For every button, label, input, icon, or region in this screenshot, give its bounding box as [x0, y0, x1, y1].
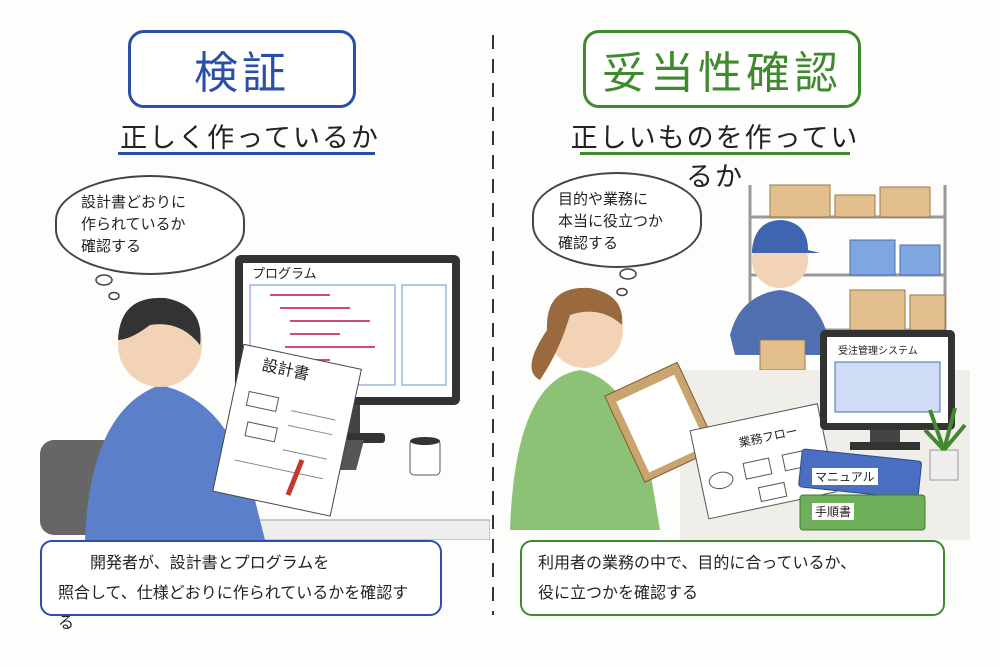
verification-underline — [118, 152, 375, 155]
thought-bubble-right: 目的や業務に 本当に役立つか 確認する — [532, 172, 702, 268]
caption-line: 開発者が、設計書とプログラムを — [90, 553, 330, 572]
thought-line: 目的や業務に — [558, 190, 649, 208]
binder-label-manual: マニュアル — [812, 468, 878, 485]
developer — [85, 297, 265, 540]
verification-title: 検証 — [128, 30, 356, 108]
warehouse-scene — [730, 184, 947, 371]
thought-line: 本当に役立つか — [558, 212, 664, 230]
plant — [923, 407, 967, 481]
red-pen — [285, 459, 305, 496]
verification-caption: 開発者が、設計書とプログラムを 照合して、仕様どおりに作られているかを確認する — [40, 540, 442, 632]
validation-underline — [580, 152, 850, 155]
developer-scene — [40, 255, 490, 540]
thought-dots-left — [95, 274, 120, 301]
user-scene — [510, 287, 970, 540]
coffee-mug — [409, 437, 441, 476]
monitor-label-program: プログラム — [252, 267, 317, 282]
caption-line: 照合して、仕様どおりに作られているかを確認する — [58, 583, 409, 632]
clipboard — [604, 361, 719, 483]
center-divider — [492, 35, 494, 615]
business-flow-paper — [689, 403, 837, 520]
verification-subtitle: 正しく作っているか — [120, 123, 380, 154]
thought-line: 確認する — [81, 237, 142, 255]
thought-dots-right — [616, 268, 637, 297]
monitor-label-order-system: 受注管理システム — [838, 346, 918, 357]
boxes — [769, 184, 946, 331]
thought-line: 作られているか — [81, 215, 186, 233]
caption-line: 役に立つかを確認する — [538, 583, 699, 602]
spec-document — [212, 343, 362, 517]
caption-line: 利用者の業務の中で、目的に合っているか、 — [538, 553, 857, 572]
order-system-monitor — [820, 330, 955, 450]
thought-line: 確認する — [558, 234, 619, 252]
validation-title: 妥当性確認 — [583, 30, 861, 108]
binder-label-procedure: 手順書 — [812, 503, 855, 520]
thought-bubble-left: 設計書どおりに 作られているか 確認する — [55, 175, 245, 275]
thought-line: 設計書どおりに — [81, 193, 187, 211]
validation-caption: 利用者の業務の中で、目的に合っているか、 役に立つかを確認する — [520, 540, 945, 616]
warehouse-worker — [730, 220, 830, 371]
validation-subtitle: 正しいものを作っているか — [570, 123, 860, 193]
